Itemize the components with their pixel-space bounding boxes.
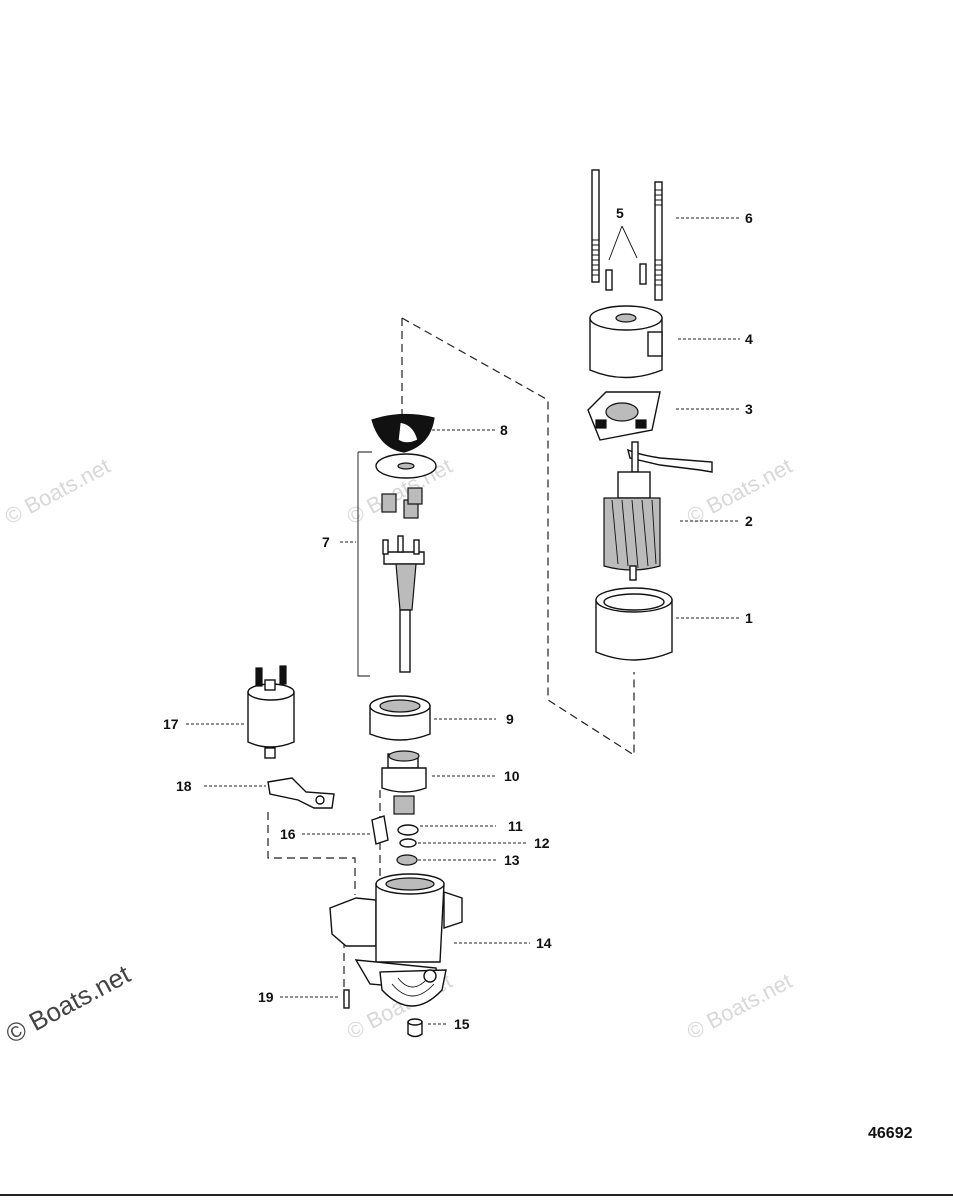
callout-number: 4 bbox=[745, 331, 753, 347]
watermark: © Boats.net bbox=[1, 453, 115, 529]
callout-number: 13 bbox=[504, 852, 520, 868]
pin-icon bbox=[343, 989, 350, 1009]
watermark: © Boats.net bbox=[683, 968, 797, 1044]
callout-labels: 1 2 3 4 5 6 7 8 9 10 11 12 13 14 15 16 1… bbox=[163, 205, 753, 1032]
callout-number: 6 bbox=[745, 210, 753, 226]
brush-plate-icon bbox=[587, 391, 661, 441]
callout-number: 19 bbox=[258, 989, 274, 1005]
callout-number: 12 bbox=[534, 835, 550, 851]
callout-number: 5 bbox=[616, 205, 624, 221]
callout-number: 2 bbox=[745, 513, 753, 529]
planetary-gear-shaft-icon bbox=[357, 451, 437, 677]
leader-lines bbox=[186, 217, 740, 1025]
field-frame-icon bbox=[595, 587, 673, 661]
callout-number: 15 bbox=[454, 1016, 470, 1032]
washer-icon bbox=[399, 838, 417, 848]
bottom-border bbox=[0, 1194, 953, 1196]
callout-number: 8 bbox=[500, 422, 508, 438]
watermark: © Boats.net bbox=[1, 958, 136, 1049]
callout-number: 11 bbox=[508, 818, 523, 834]
ring-gear-icon bbox=[369, 695, 431, 741]
callout-number: 9 bbox=[506, 711, 514, 727]
callout-number: 17 bbox=[163, 716, 179, 732]
stop-collar-icon bbox=[396, 854, 418, 866]
drive-housing-icon bbox=[329, 873, 463, 1007]
bushing-icon bbox=[407, 1018, 423, 1038]
callout-number: 7 bbox=[322, 534, 330, 550]
callout-number: 1 bbox=[745, 610, 753, 626]
solenoid-icon bbox=[247, 665, 295, 759]
drive-pinion-icon bbox=[381, 750, 427, 815]
armature-icon bbox=[603, 441, 713, 581]
shift-lever-icon bbox=[267, 777, 335, 809]
through-bolts-icon bbox=[591, 169, 663, 301]
callout-number: 18 bbox=[176, 778, 192, 794]
plunger-icon bbox=[371, 815, 389, 845]
callout-number: 10 bbox=[504, 768, 520, 784]
screws-icon bbox=[605, 225, 647, 291]
end-cap-icon bbox=[589, 305, 663, 379]
callout-number: 3 bbox=[745, 401, 753, 417]
callout-number: 14 bbox=[536, 935, 552, 951]
callout-number: 16 bbox=[280, 826, 296, 842]
snap-ring-icon bbox=[397, 824, 419, 836]
seal-icon bbox=[371, 413, 435, 453]
drawing-number: 46692 bbox=[868, 1125, 913, 1142]
